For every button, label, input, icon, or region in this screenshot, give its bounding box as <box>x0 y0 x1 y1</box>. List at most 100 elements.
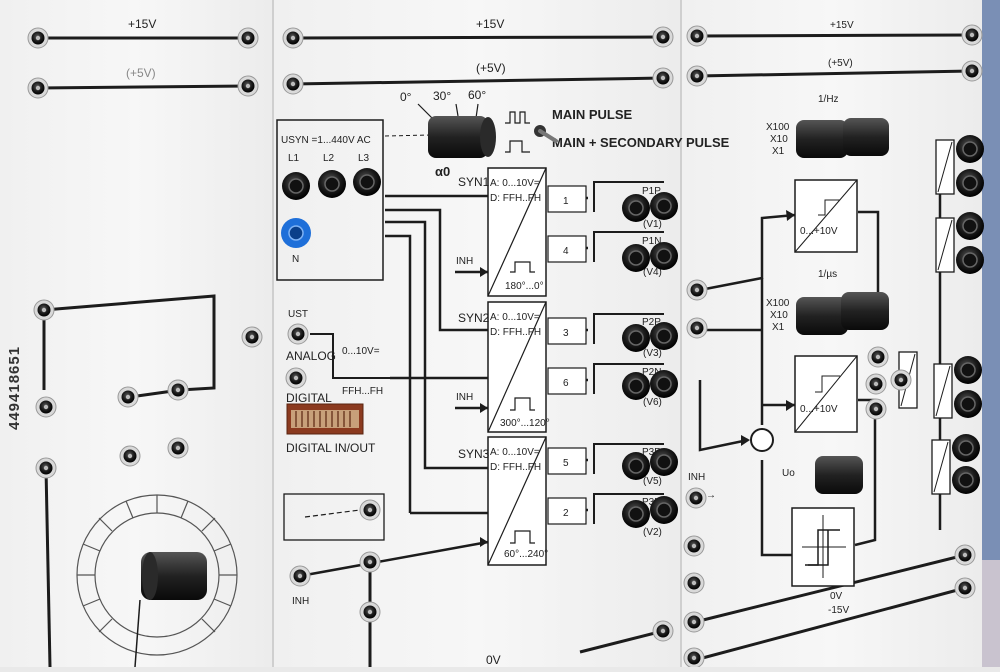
output-number-3: 3 <box>563 328 569 339</box>
test-socket[interactable] <box>683 611 705 633</box>
banana-jack-socket[interactable] <box>952 434 980 462</box>
test-socket[interactable] <box>359 499 381 521</box>
alpha0-label: α0 <box>435 164 450 179</box>
banana-jack-socket[interactable] <box>353 168 381 196</box>
test-socket[interactable] <box>652 67 674 89</box>
test-socket[interactable] <box>652 620 674 642</box>
banana-jack-socket[interactable] <box>954 356 982 384</box>
test-socket[interactable] <box>117 386 139 408</box>
banana-jack-socket[interactable] <box>622 500 650 528</box>
test-socket[interactable] <box>282 27 304 49</box>
left-panel <box>0 0 272 667</box>
test-socket[interactable] <box>686 25 708 47</box>
neutral-socket-blue[interactable] <box>281 218 311 248</box>
banana-jack-socket[interactable] <box>650 192 678 220</box>
us-label: 1/µs <box>818 269 837 280</box>
test-socket[interactable] <box>237 75 259 97</box>
banana-jack-socket[interactable] <box>650 370 678 398</box>
banana-jack-socket[interactable] <box>622 244 650 272</box>
dial-knob[interactable] <box>141 552 207 600</box>
test-socket[interactable] <box>890 369 912 391</box>
test-socket[interactable] <box>33 299 55 321</box>
test-socket[interactable] <box>282 73 304 95</box>
test-socket[interactable] <box>35 457 57 479</box>
output-number-5: 5 <box>563 458 569 469</box>
panel-edge-blur <box>982 0 1000 667</box>
banana-jack-socket[interactable] <box>622 452 650 480</box>
test-socket[interactable] <box>237 27 259 49</box>
banana-jack-socket[interactable] <box>622 194 650 222</box>
frequency-range-knob-top[interactable] <box>796 118 889 158</box>
pulse-label-p2p: P2P <box>642 317 661 328</box>
range-x1-mid: X1 <box>772 322 785 333</box>
test-socket[interactable] <box>27 27 49 49</box>
pulse-label-p3p: P3P <box>642 447 661 458</box>
banana-jack-socket[interactable] <box>956 212 984 240</box>
test-socket[interactable] <box>683 647 705 669</box>
test-socket[interactable] <box>285 367 307 389</box>
supply-title: USYN =1...440V AC <box>281 135 371 146</box>
test-socket[interactable] <box>867 346 889 368</box>
rail-label-p5-left: (+5V) <box>126 66 156 80</box>
syn2-label: SYN2 <box>458 311 490 325</box>
banana-jack-socket[interactable] <box>622 324 650 352</box>
banana-jack-socket[interactable] <box>282 172 310 200</box>
supply-l3-label: L3 <box>358 153 370 164</box>
output-box-group <box>547 185 587 525</box>
banana-jack-socket[interactable] <box>956 246 984 274</box>
test-socket[interactable] <box>686 317 708 339</box>
test-socket[interactable] <box>961 24 983 46</box>
digital-io-connector[interactable] <box>286 403 364 435</box>
alpha0-selector-knob[interactable] <box>428 116 496 158</box>
test-socket[interactable] <box>289 565 311 587</box>
test-socket[interactable] <box>241 326 263 348</box>
banana-jack-socket[interactable] <box>952 466 980 494</box>
pulse-sub-v4: (V4) <box>643 267 662 278</box>
banana-jack-socket[interactable] <box>622 372 650 400</box>
test-socket[interactable] <box>683 572 705 594</box>
uo-adjust-knob[interactable] <box>815 456 863 494</box>
syn2-block: SYN2 A: 0...10V= D: FFH..FH 300°...120° <box>458 301 550 433</box>
test-socket[interactable] <box>685 487 707 509</box>
test-socket[interactable] <box>686 279 708 301</box>
test-socket[interactable] <box>961 60 983 82</box>
analog-label: ANALOG <box>286 349 336 363</box>
main-pulse-toggle-switch[interactable] <box>534 125 558 143</box>
test-socket[interactable] <box>865 373 887 395</box>
banana-jack-socket[interactable] <box>956 169 984 197</box>
banana-jack-socket[interactable] <box>650 496 678 524</box>
syn1-range: 180°...0° <box>505 281 544 292</box>
range-x1-top: X1 <box>772 146 785 157</box>
inh-label-3: INH <box>292 596 309 607</box>
banana-jack-socket[interactable] <box>318 170 346 198</box>
pulse-sub-v1: (V1) <box>643 219 662 230</box>
test-socket[interactable] <box>287 323 309 345</box>
frequency-range-knob-mid[interactable] <box>796 292 889 335</box>
test-socket[interactable] <box>167 379 189 401</box>
stock-id-watermark: 449418651 <box>6 345 23 430</box>
test-socket[interactable] <box>683 535 705 557</box>
test-socket[interactable] <box>865 398 887 420</box>
banana-jack-socket[interactable] <box>956 135 984 163</box>
pulse-sub-v6: (V6) <box>643 397 662 408</box>
test-socket[interactable] <box>652 26 674 48</box>
banana-jack-socket[interactable] <box>650 448 678 476</box>
banana-jack-socket[interactable] <box>650 242 678 270</box>
test-socket[interactable] <box>359 601 381 623</box>
test-socket[interactable] <box>359 551 381 573</box>
banana-jack-socket[interactable] <box>650 322 678 350</box>
banana-jack-socket[interactable] <box>954 390 982 418</box>
inh-label-1: INH <box>456 256 473 267</box>
test-socket[interactable] <box>954 577 976 599</box>
test-socket[interactable] <box>119 445 141 467</box>
test-socket[interactable] <box>35 396 57 418</box>
test-socket[interactable] <box>954 544 976 566</box>
syn3-line-d: D: FFH..FH <box>490 462 541 473</box>
test-socket[interactable] <box>167 437 189 459</box>
angle-60-label: 60° <box>468 88 486 102</box>
digital-io-label: DIGITAL IN/OUT <box>286 441 376 455</box>
test-socket[interactable] <box>686 65 708 87</box>
ust-label: UST <box>288 309 308 320</box>
test-socket[interactable] <box>27 77 49 99</box>
uo-label: Uo <box>782 468 795 479</box>
